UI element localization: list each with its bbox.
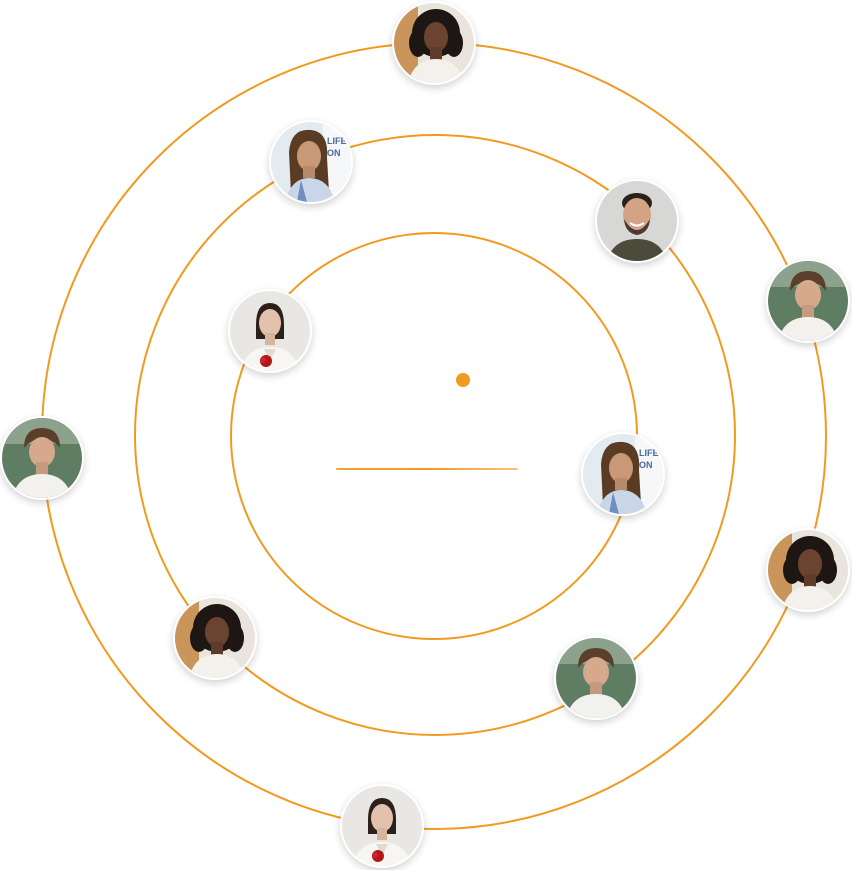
center-logo: WS	[336, 370, 518, 480]
avatar-image	[768, 530, 848, 610]
logo-text: WS	[370, 387, 486, 461]
woman-white-blazer-avatar[interactable]	[228, 289, 312, 373]
avatar-image	[394, 3, 474, 83]
avatar-image	[175, 598, 255, 678]
woman-white-blazer-avatar[interactable]	[340, 784, 424, 868]
logo-underline	[336, 468, 518, 470]
svg-text:ON: ON	[639, 460, 653, 470]
avatar-image	[230, 291, 310, 371]
avatar-image: LIFE ON	[271, 122, 351, 202]
young-man-avatar[interactable]	[554, 636, 638, 720]
young-man-avatar[interactable]	[766, 259, 850, 343]
young-man-avatar[interactable]	[0, 416, 84, 500]
svg-text:LIFE: LIFE	[327, 136, 347, 146]
avatar-image	[597, 181, 677, 261]
svg-text:LIFE: LIFE	[639, 448, 659, 458]
logo-dot	[456, 373, 470, 387]
man-bearded-avatar[interactable]	[595, 179, 679, 263]
woman-curly-hair-avatar[interactable]	[766, 528, 850, 612]
avatar-image: LIFE ON	[583, 434, 663, 514]
woman-long-hair-avatar[interactable]: LIFE ON	[269, 120, 353, 204]
avatar-image	[2, 418, 82, 498]
svg-text:ON: ON	[327, 148, 341, 158]
avatar-image	[342, 786, 422, 866]
woman-curly-hair-avatar[interactable]	[173, 596, 257, 680]
avatar-image	[556, 638, 636, 718]
woman-long-hair-avatar[interactable]: LIFE ON	[581, 432, 665, 516]
woman-curly-hair-avatar[interactable]	[392, 1, 476, 85]
middle-orbit-ring	[134, 134, 736, 736]
avatar-image	[768, 261, 848, 341]
